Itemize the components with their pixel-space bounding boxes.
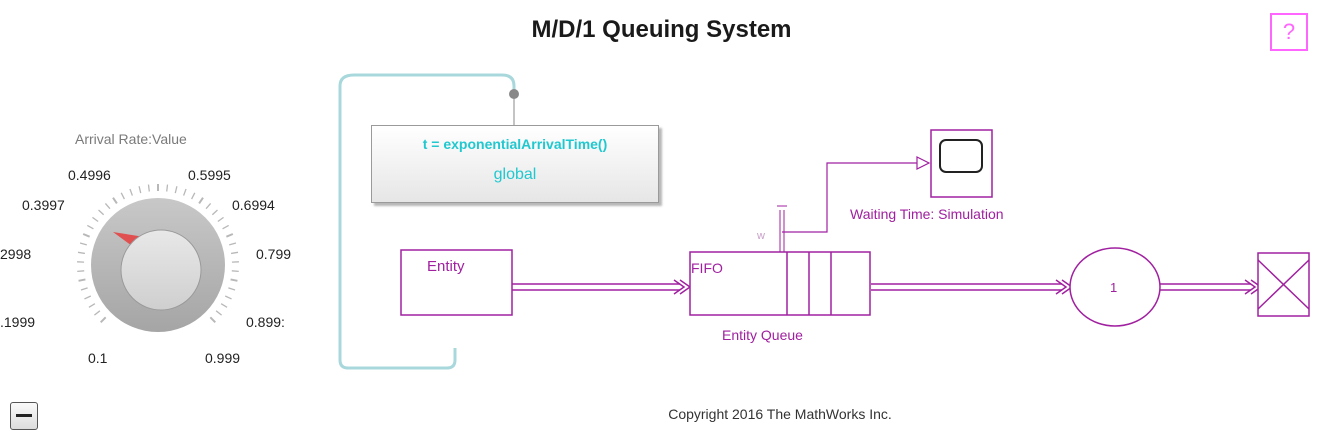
knob-tick-mark [225, 233, 234, 238]
knob-tick-mark [209, 316, 216, 323]
help-button[interactable]: ? [1270, 13, 1308, 51]
knob-tick-mark [230, 251, 239, 255]
knob-tick-mark [217, 216, 224, 223]
knob-tick-mark [215, 310, 223, 316]
knob-tick-label: 0.5995 [188, 167, 231, 183]
knob-tick-mark [84, 295, 92, 300]
knob-tick-label: .1999 [0, 314, 36, 330]
queue-port-label: w [757, 230, 765, 242]
knob-tick-label: 0.3997 [22, 197, 65, 213]
knob-tick-mark [229, 242, 237, 246]
knob-tick-mark [80, 287, 88, 291]
knob-tick-mark [92, 216, 99, 223]
entity-generator-label: Entity [427, 258, 465, 275]
queue-fifo-label: FIFO [691, 260, 723, 276]
signal-arrow [916, 156, 931, 170]
server-block[interactable] [1069, 247, 1161, 327]
knob-tick-label: 0.899: [246, 314, 285, 330]
knob-ticks [77, 184, 239, 323]
queue-caption: Entity Queue [722, 327, 803, 343]
knob-tick-mark [112, 197, 118, 205]
knob-tick-mark [98, 209, 105, 216]
entity-connections [512, 279, 1263, 295]
knob-tick-mark [88, 303, 96, 308]
entity-queue-block[interactable] [689, 205, 871, 316]
diagram-title: M/D/1 Queuing System [531, 16, 792, 43]
knob-tick-mark [198, 197, 204, 205]
server-label: 1 [1110, 280, 1118, 295]
knob-tick-mark [222, 224, 229, 230]
knob-tick-mark [228, 287, 236, 291]
knob-grip[interactable] [120, 229, 202, 311]
knob-tick-mark [147, 184, 150, 192]
function-block[interactable]: t = exponentialArrivalTime() global [371, 125, 659, 203]
knob-tick-mark [77, 251, 86, 255]
knob-tick-mark [183, 188, 187, 196]
function-call-loop [338, 73, 516, 370]
knob-tick-mark [129, 188, 133, 196]
knob-tick-mark [104, 202, 111, 210]
knob-tick-mark [220, 303, 228, 308]
knob-tick-label: 0.1 [88, 350, 108, 366]
knob-tick-mark [166, 184, 169, 192]
entity-terminator-block[interactable] [1257, 252, 1310, 317]
knob-tick-mark [87, 224, 94, 230]
x-icon [1257, 259, 1310, 310]
function-scope: global [493, 166, 537, 183]
minus-icon [16, 414, 32, 417]
knob-tick-mark [138, 186, 142, 194]
copyright-text: Copyright 2016 The MathWorks Inc. [668, 406, 892, 422]
knob-tick-mark [82, 233, 91, 238]
knob-tick-mark [211, 209, 218, 216]
knob-tick-mark [100, 316, 107, 323]
knob-tick-label: 0.6994 [232, 197, 275, 213]
knob-label: Arrival Rate:Value [75, 131, 187, 147]
knob-tick-mark [93, 310, 101, 316]
knob-tick-mark [78, 278, 86, 282]
knob-tick-label: 0.799 [256, 246, 292, 262]
knob-tick-mark [191, 192, 196, 200]
collapse-button[interactable] [10, 402, 38, 430]
function-code: t = exponentialArrivalTime() [422, 136, 608, 152]
knob-tick-mark [231, 270, 239, 273]
knob-tick-mark [230, 278, 238, 282]
knob-tick-label: 0.4996 [68, 167, 111, 183]
knob-tick-mark [77, 270, 85, 273]
entity-generator-block[interactable] [400, 249, 513, 316]
scope-block[interactable] [930, 129, 993, 198]
knob-tick-mark [205, 202, 212, 210]
knob-tick-label: 0.999 [205, 350, 241, 366]
waiting-time-signal [782, 162, 917, 233]
knob-tick-mark [224, 295, 232, 300]
function-port-dot [509, 89, 519, 99]
knob-tick-mark [79, 242, 87, 246]
scope-caption: Waiting Time: Simulation [850, 206, 1004, 222]
knob-tick-label: 2998 [0, 246, 32, 262]
knob-tick-mark [174, 186, 178, 194]
knob-tick-mark [120, 192, 125, 200]
arrival-rate-knob[interactable] [77, 184, 239, 332]
